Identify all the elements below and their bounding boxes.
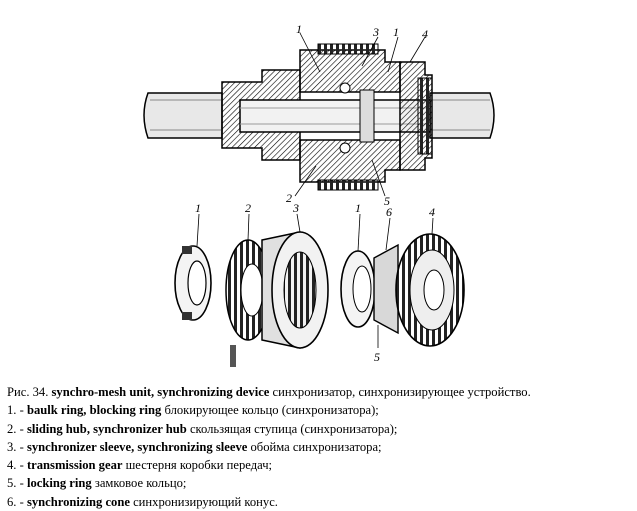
callout-bottom-4: 4 [429,205,435,219]
caption-title-translation: синхронизатор, синхронизирующее устройст… [272,385,531,399]
caption-title-term: synchro-mesh unit, synchronizing device [51,385,270,399]
callout-top-1a: 1 [296,22,302,36]
caption-item-translation: синхронизирующий конус. [133,494,278,509]
caption-item-translation: обойма синхронизатора; [250,439,382,454]
cross-section-assembly [143,32,495,197]
caption-item-translation: скользящая ступица (синхронизатора); [189,421,398,436]
caption-item-translation: шестерня коробки передач; [125,458,273,473]
caption-item-term: synchronizer sleeve, synchronizing sleev… [26,439,248,454]
caption-title-prefix: Рис. 34. [7,385,49,399]
callout-top-3: 3 [372,25,379,39]
baulk-ring-part [174,245,212,321]
callout-top-5: 5 [384,194,390,208]
callout-top-2: 2 [286,191,292,205]
synchro-mesh-illustration: 1 3 1 4 2 5 [143,22,495,367]
caption-item-term: baulk ring, blocking ring [26,403,162,418]
caption-item-term: locking ring [26,476,92,491]
top-callouts: 1 3 1 4 2 5 [286,22,428,208]
transmission-gear-part [395,233,465,347]
caption-item: 6. - synchronizing cone синхронизирующий… [7,493,635,511]
caption-item-translation: блокирующее кольцо (синхронизатора); [164,403,379,418]
callout-bottom-5: 5 [374,350,380,364]
bottom-callouts: 1 2 3 1 6 4 5 [195,201,435,364]
caption-item: 3. - synchronizer sleeve, synchronizing … [7,438,635,456]
caption-item-number: 6. - [7,494,24,509]
caption-title: Рис. 34. synchro-mesh unit, synchronizin… [7,383,635,401]
caption-item-number: 4. - [7,458,24,473]
callout-bottom-2: 2 [245,201,251,215]
callout-top-4: 4 [422,27,428,41]
callout-top-1b: 1 [393,25,399,39]
caption-item-term: transmission gear [26,458,123,473]
caption-item-number: 3. - [7,439,24,454]
caption-item: 4. - transmission gear шестерня коробки … [7,456,635,474]
caption-item-term: synchronizing cone [26,494,130,509]
caption-item-number: 1. - [7,403,24,418]
caption-item: 5. - locking ring замковое кольцо; [7,474,635,492]
caption-item-number: 5. - [7,476,24,491]
caption-item-term: sliding hub, synchronizer hub [26,421,187,436]
sliding-hub-part [225,239,271,341]
caption-item: 2. - sliding hub, synchronizer hub сколь… [7,420,635,438]
synchronizer-sleeve-part [230,231,329,367]
baulk-ring-part-2 [340,250,376,328]
exploded-view [174,213,465,367]
caption-item: 1. - baulk ring, blocking ring блокирующ… [7,401,635,419]
callout-bottom-6: 6 [386,205,392,219]
callout-bottom-3: 3 [292,201,299,215]
caption-item-number: 2. - [7,421,24,436]
callout-bottom-1b: 1 [355,201,361,215]
synchronizing-cone-part [373,243,399,335]
callout-bottom-1a: 1 [195,201,201,215]
caption-item-translation: замковое кольцо; [94,476,187,491]
figure-caption: Рис. 34. synchro-mesh unit, synchronizin… [7,383,635,511]
